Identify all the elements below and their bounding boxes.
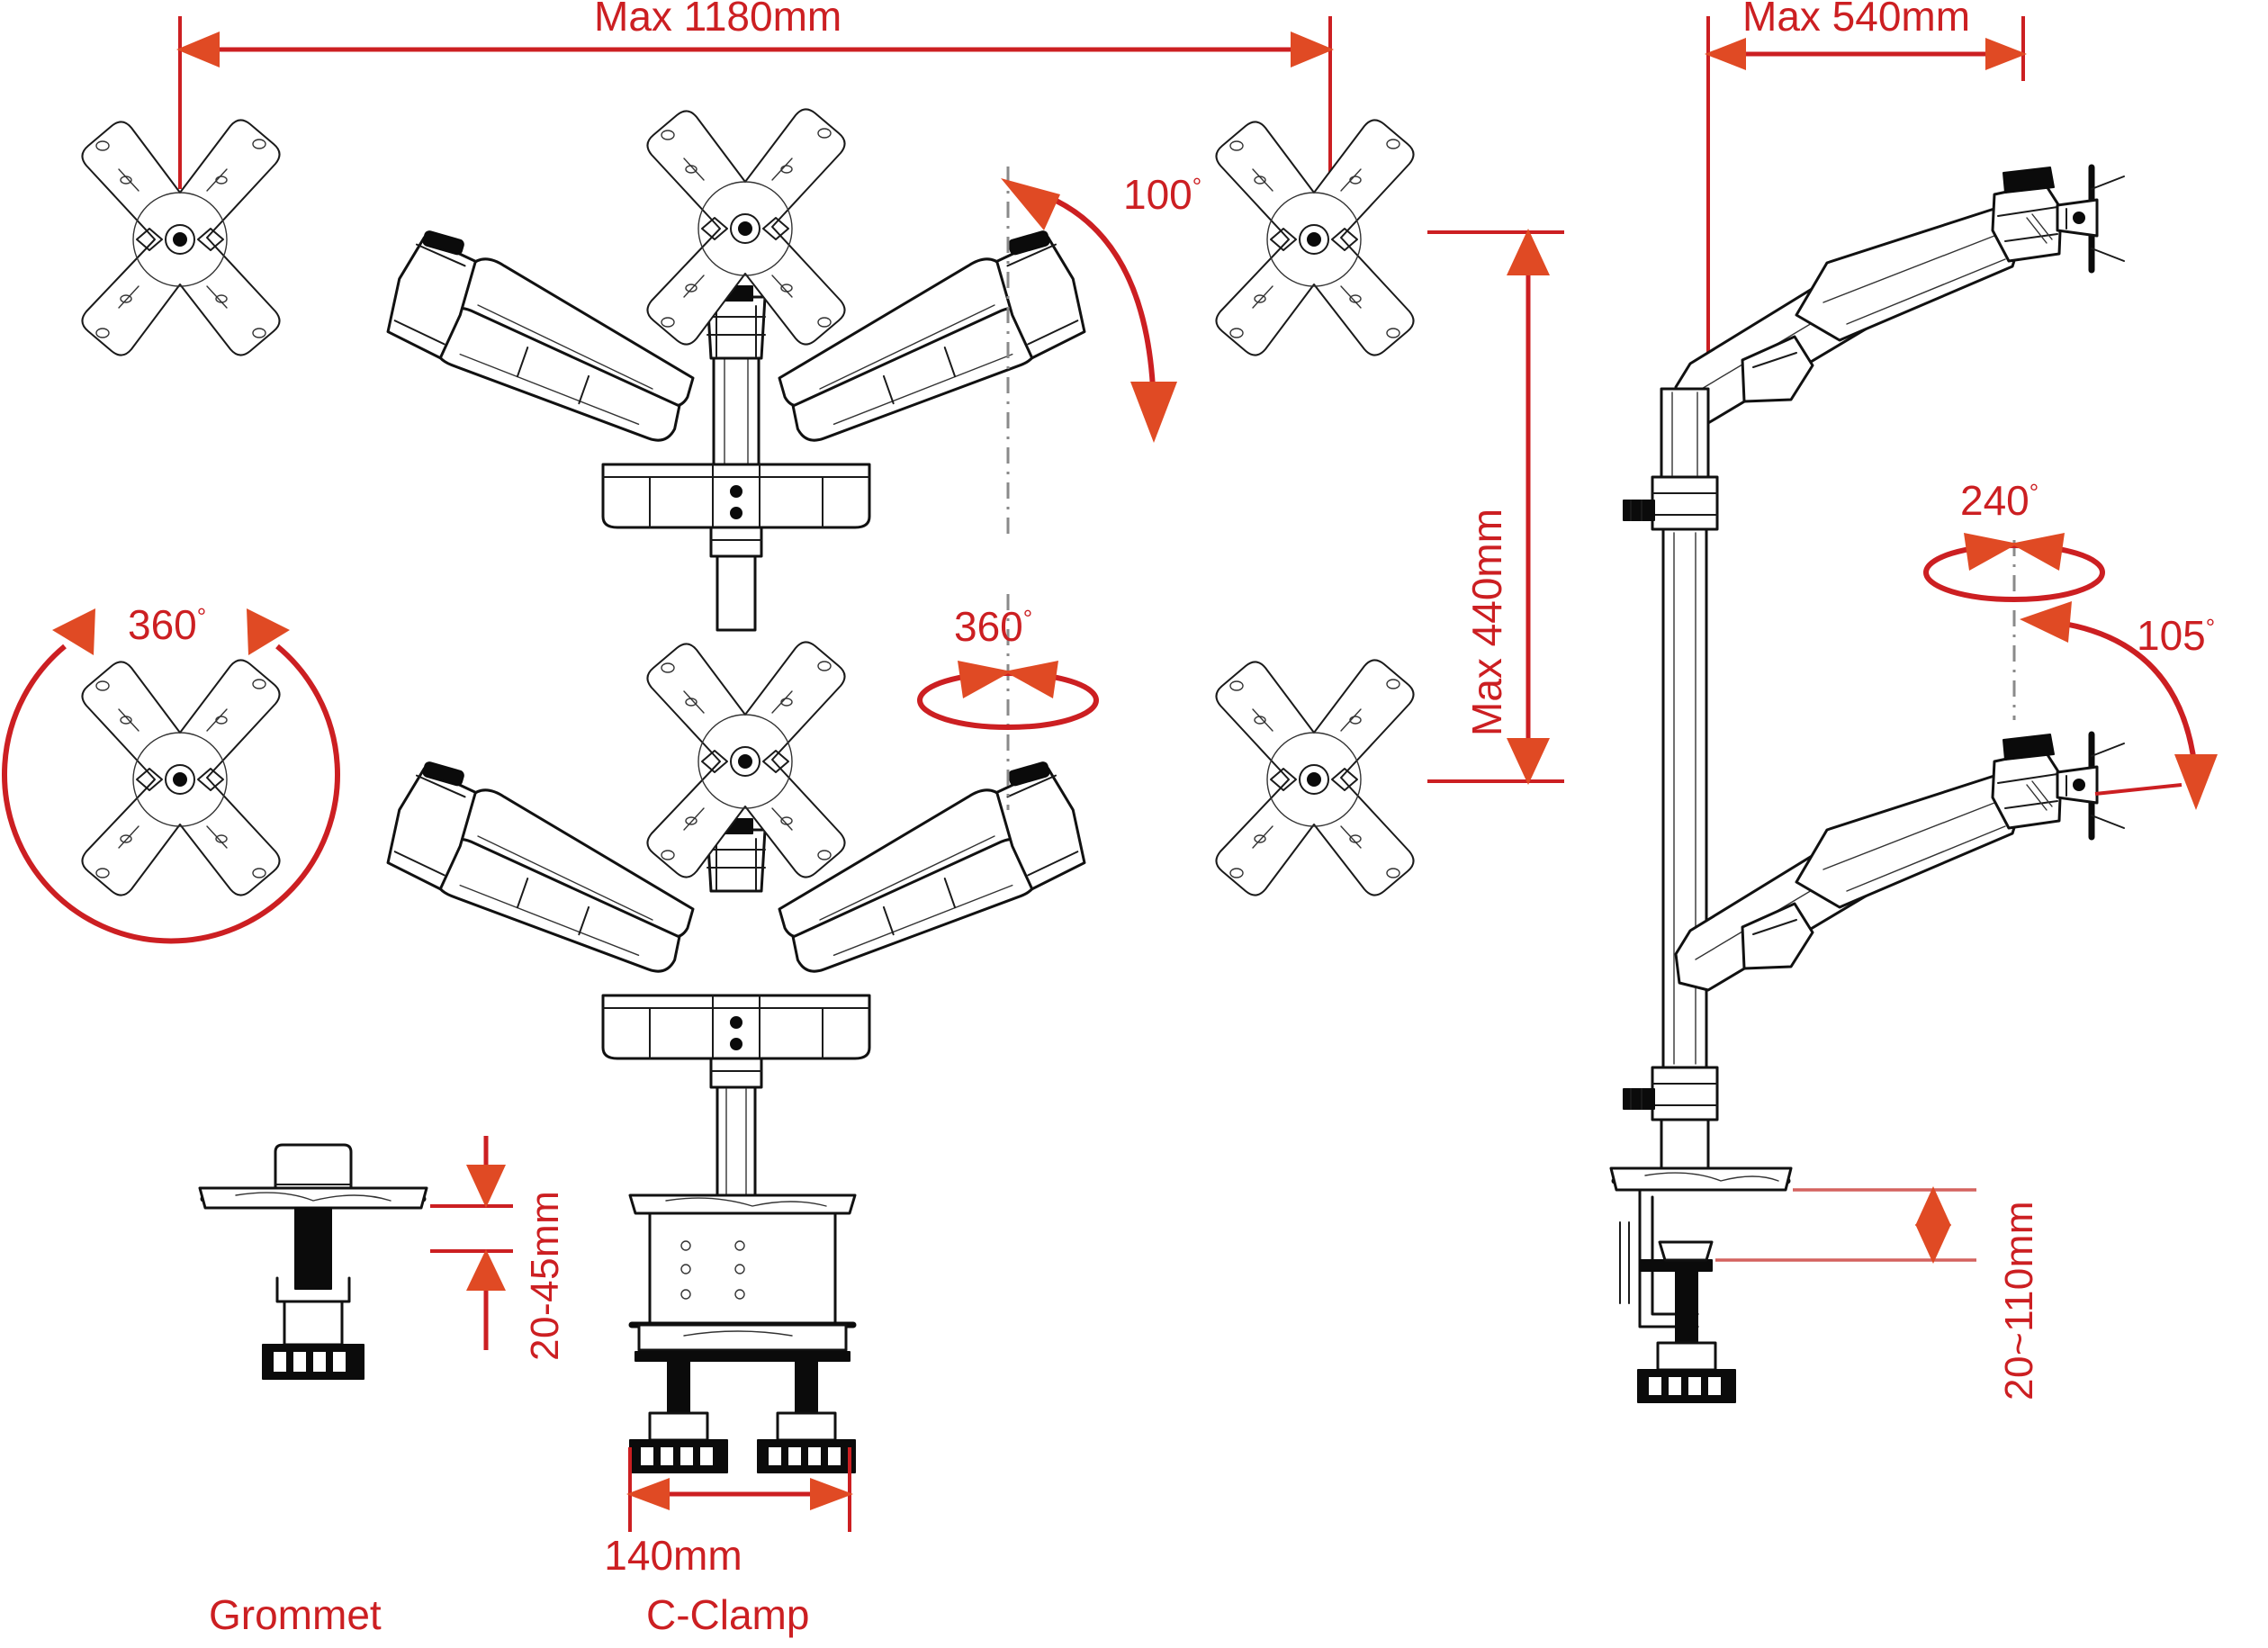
front-view: 100° <box>2 16 1415 1638</box>
dimension-label-20-110mm: 20~110mm <box>1997 1201 2041 1400</box>
front-monitor-bottom-left <box>81 659 281 896</box>
angle-label-vesa-360: 360° <box>128 601 206 648</box>
dimension-clamp-thickness: 20~110mm <box>1715 1186 2041 1400</box>
dimension-clamp-width-140: 140mm <box>604 1447 853 1579</box>
front-hub-lower <box>601 994 871 1199</box>
caption-c-clamp: C-Clamp <box>646 1591 809 1638</box>
front-hub-upper <box>601 463 871 632</box>
dimension-max-width <box>176 16 1334 189</box>
front-arm-bottom-left <box>374 756 714 978</box>
side-arm-upper <box>1674 164 2125 425</box>
dimension-label-1180mm: Max 1180mm <box>594 0 842 40</box>
dimension-label-20-45mm: 20-45mm <box>523 1191 567 1361</box>
angle-pan-240: 240° <box>1923 477 2105 720</box>
front-monitor-bottom-right <box>1215 659 1415 896</box>
angle-label-105: 105° <box>2137 612 2215 659</box>
front-monitor-top-right <box>1215 119 1415 356</box>
angle-label-240: 240° <box>1960 477 2038 524</box>
c-clamp-base-front <box>628 1193 857 1473</box>
angle-rotate-vesa-360: 360° <box>2 601 340 944</box>
angle-label-100: 100° <box>1123 171 1202 218</box>
side-arm-lower <box>1674 731 2125 992</box>
angle-tilt-105: 105° <box>2020 601 2218 810</box>
dimension-label-540mm: Max 540mm <box>1742 0 1970 40</box>
dimension-grommet-thickness: 20-45mm <box>430 1136 567 1361</box>
side-view: Max 540mm Max 440mm <box>1427 0 2218 1403</box>
angle-rotate-column-360: 360° <box>917 594 1099 810</box>
dimension-max-depth: Max 540mm <box>1705 0 2027 369</box>
dimension-max-height: Max 440mm <box>1427 229 1564 785</box>
caption-grommet: Grommet <box>209 1591 382 1638</box>
angle-tilt-100: 100° <box>1001 167 1202 536</box>
grommet-mount <box>198 1143 428 1380</box>
dimension-label-440mm: Max 440mm <box>1463 509 1510 736</box>
side-c-clamp <box>1609 1066 1793 1403</box>
angle-label-column-360: 360° <box>954 603 1032 650</box>
dimension-label-140mm: 140mm <box>604 1532 742 1579</box>
front-arm-top-left <box>374 225 714 447</box>
